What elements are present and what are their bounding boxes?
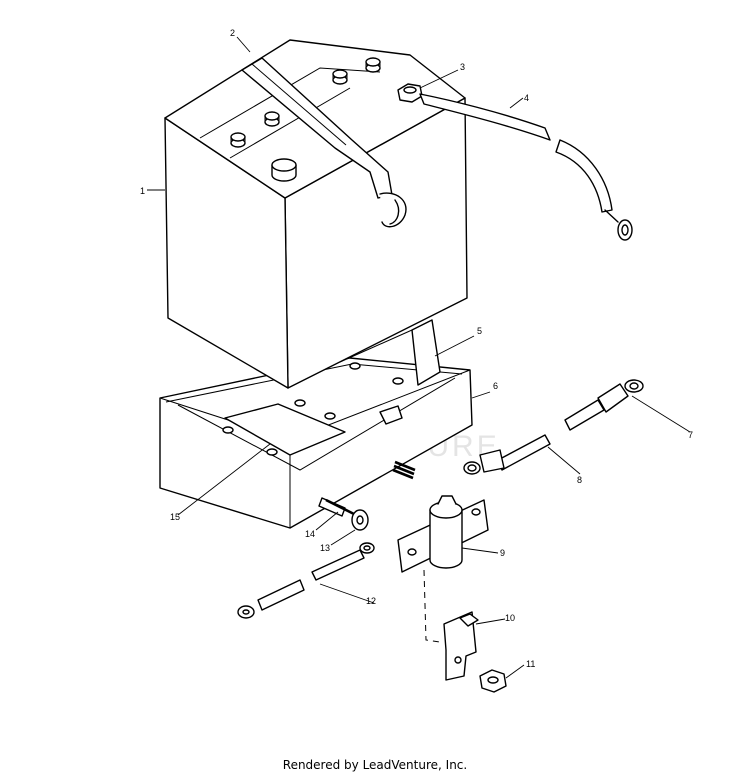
parts-diagram: LEADVENTURE <box>140 28 693 693</box>
positive-cable <box>419 93 633 241</box>
callout-labels: 1 2 3 4 5 6 7 8 9 10 11 12 13 14 15 <box>140 28 693 669</box>
solenoid <box>397 495 489 573</box>
battery-pad <box>224 403 346 456</box>
callout-3: 3 <box>460 62 465 72</box>
callout-13: 13 <box>320 543 330 553</box>
negative-cable <box>463 434 551 475</box>
terminal-nut <box>397 83 423 103</box>
callout-2: 2 <box>230 28 235 38</box>
callout-11: 11 <box>526 659 535 669</box>
short-cable <box>237 542 375 619</box>
bracket <box>443 611 479 681</box>
callout-6: 6 <box>493 381 498 391</box>
hold-down-strap <box>241 57 407 228</box>
callout-7: 7 <box>688 430 693 440</box>
callout-4: 4 <box>524 93 529 103</box>
leader-lines <box>147 36 691 679</box>
callout-10: 10 <box>505 613 515 623</box>
footer-credit: Rendered by LeadVenture, Inc. <box>282 758 468 772</box>
battery-caps <box>230 57 381 182</box>
nut <box>479 669 507 693</box>
callout-1: 1 <box>140 186 145 196</box>
cable-end-7 <box>564 379 644 431</box>
callout-14: 14 <box>305 529 315 539</box>
star-washer <box>351 509 369 531</box>
callout-15: 15 <box>170 512 180 522</box>
callout-8: 8 <box>577 475 582 485</box>
callout-9: 9 <box>500 548 505 558</box>
callout-12: 12 <box>366 596 376 606</box>
callout-5: 5 <box>477 326 482 336</box>
stud-bolt <box>318 460 416 517</box>
